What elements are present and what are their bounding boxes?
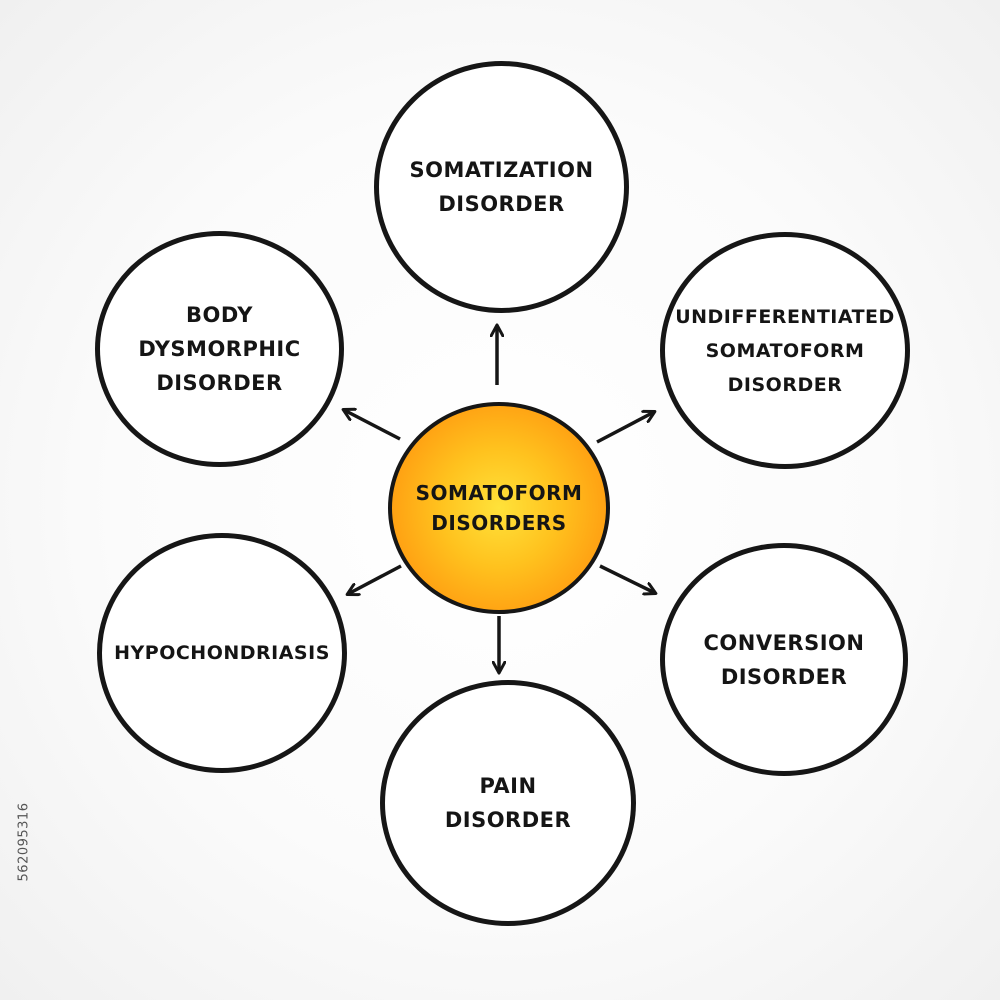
node-label: BODY DYSMORPHIC DISORDER <box>138 303 301 395</box>
node-somatization-disorder: SOMATIZATION DISORDER <box>374 61 629 313</box>
node-center-somatoform-disorders: SOMATOFORM DISORDERS <box>388 402 610 614</box>
node-pain-disorder: PAIN DISORDER <box>380 680 636 926</box>
node-conversion-disorder: CONVERSION DISORDER <box>660 543 908 776</box>
node-label: SOMATIZATION DISORDER <box>409 158 594 216</box>
node-label: HYPOCHONDRIASIS <box>114 642 330 664</box>
arrow-to-body-dysmorphic <box>344 410 401 441</box>
node-label: UNDIFFERENTIATED SOMATOFORM DISORDER <box>675 305 895 396</box>
center-label: SOMATOFORM DISORDERS <box>415 481 583 535</box>
node-hypochondriasis: HYPOCHONDRIASIS <box>97 533 347 773</box>
stock-id-watermark: 562095316 <box>14 767 34 917</box>
node-label: CONVERSION DISORDER <box>703 630 865 689</box>
stock-id-text: 562095316 <box>16 802 32 882</box>
arrow-to-hypochondriasis <box>348 564 402 594</box>
arrow-to-conversion <box>599 564 655 593</box>
node-body-dysmorphic-disorder: BODY DYSMORPHIC DISORDER <box>95 231 344 467</box>
node-undifferentiated-somatoform-disorder: UNDIFFERENTIATED SOMATOFORM DISORDER <box>660 232 910 469</box>
arrow-to-undifferentiated <box>596 412 654 444</box>
node-label: PAIN DISORDER <box>444 774 572 832</box>
